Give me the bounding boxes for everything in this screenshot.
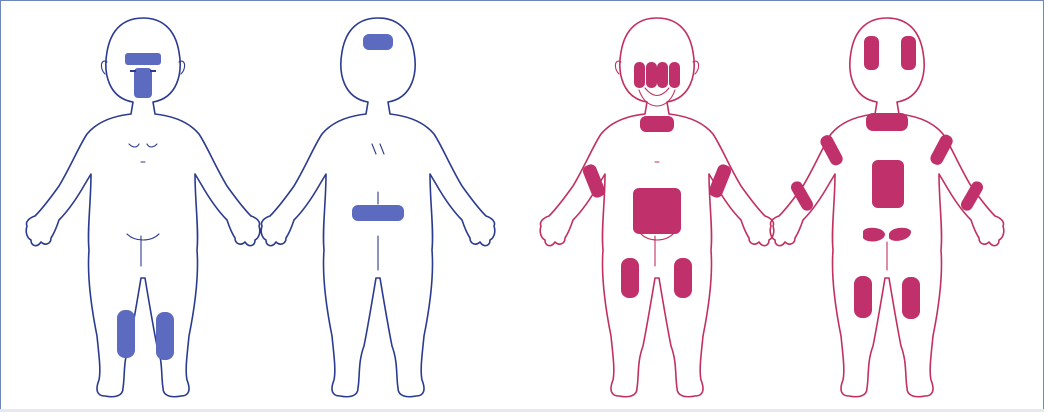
patch-left-cheek-upper	[657, 62, 668, 88]
patch-left-buttock	[889, 228, 911, 241]
patch-back-left-upper-arm	[928, 133, 955, 167]
blue-front-figure	[26, 18, 260, 397]
patch-abdomen	[633, 188, 681, 234]
patch-forehead	[125, 53, 161, 65]
patch-back-left-calf	[902, 277, 920, 319]
patch-upper-back	[866, 113, 908, 131]
patch-left-knee	[156, 312, 174, 360]
patch-left-thigh	[674, 258, 692, 298]
patch-back-head-right	[864, 36, 879, 70]
patch-back-head-left	[901, 36, 916, 70]
patch-right-knee	[117, 310, 135, 358]
patch-left-eye-line	[150, 70, 156, 72]
patch-right-cheek-upper	[634, 62, 645, 88]
patch-left-upper-arm	[707, 163, 733, 200]
blue-back-figure	[261, 18, 495, 397]
patch-right-buttock	[863, 228, 885, 242]
patch-lower-back	[352, 205, 404, 221]
patch-neck	[640, 116, 674, 132]
patch-back-head	[363, 34, 393, 50]
patch-back-right-forearm	[789, 179, 815, 213]
patch-left-cheek-lower	[669, 62, 680, 88]
patch-right-cheek-lower	[646, 62, 657, 88]
pink-back-figure	[770, 18, 1004, 397]
pink-front-figure	[540, 18, 774, 397]
patch-mid-back	[872, 160, 904, 208]
patch-back-left-forearm	[959, 179, 985, 213]
patch-nose-mouth	[134, 68, 152, 98]
patch-back-right-calf	[854, 276, 872, 318]
patch-right-upper-arm	[581, 163, 607, 200]
patch-right-eye-line	[130, 70, 136, 72]
patch-right-thigh	[621, 258, 639, 298]
